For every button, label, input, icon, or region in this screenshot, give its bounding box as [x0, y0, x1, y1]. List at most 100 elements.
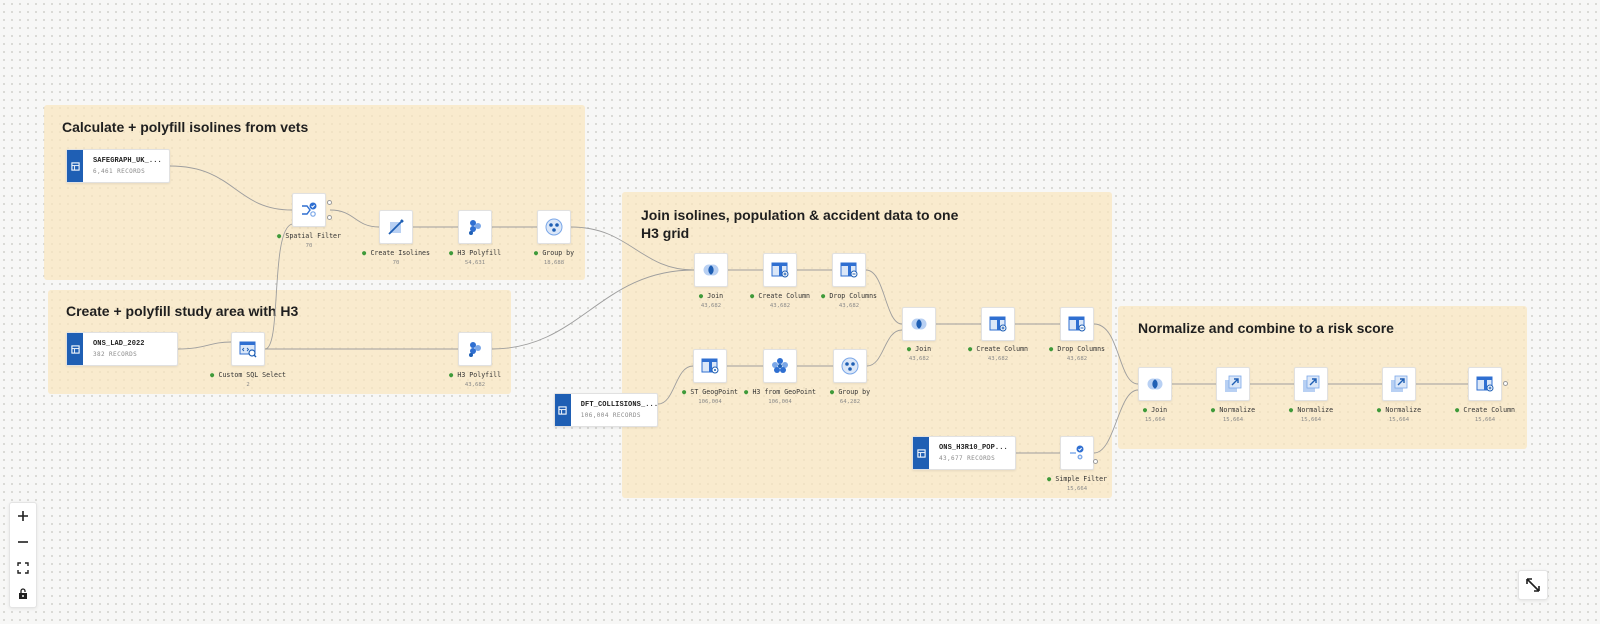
output-port[interactable]	[1093, 459, 1098, 464]
edge	[657, 365, 694, 405]
edge	[329, 209, 380, 228]
normalize-icon	[1303, 375, 1320, 392]
node-drop-columns[interactable]	[832, 253, 866, 287]
table-icon	[913, 437, 929, 469]
table-icon	[67, 150, 83, 182]
group-by-icon	[841, 357, 859, 375]
node-h3-from-geopoint[interactable]	[763, 349, 797, 383]
node-label: ● H3 Polyfill	[448, 371, 502, 379]
node-create-column[interactable]	[763, 253, 797, 287]
group-title-join-line1: Join isolines, population & accident dat…	[641, 207, 959, 223]
group-title-join-line2: H3 grid	[641, 225, 690, 241]
node-group-by[interactable]	[833, 349, 867, 383]
node-join[interactable]	[902, 307, 936, 341]
node-count: 54,631	[464, 260, 486, 266]
node-count: 43,682	[838, 303, 860, 309]
output-port[interactable]	[1503, 381, 1508, 386]
join-icon	[1147, 378, 1163, 390]
node-label-text: H3 from GeoPoint	[752, 388, 816, 396]
group-title-isolines: Calculate + polyfill isolines from vets	[62, 119, 309, 135]
minus-icon	[18, 541, 28, 543]
node-label-text: Create Isolines	[370, 249, 430, 257]
node-label: ● Normalize	[1210, 406, 1256, 414]
node-label-text: Drop Columns	[1057, 345, 1106, 353]
node-h3-polyfill[interactable]	[458, 210, 492, 244]
create-column-icon	[989, 316, 1007, 332]
node-label-text: Join	[707, 292, 724, 300]
node-count: 15,664	[1144, 417, 1166, 423]
node-label: ● Create Column	[1454, 406, 1516, 414]
node-label-text: Drop Columns	[829, 292, 878, 300]
zoom-in-button[interactable]	[10, 503, 36, 529]
source-name: SAFEGRAPH_UK_...	[93, 157, 162, 165]
source-ons-h3-pop[interactable]: ONS_H3R10_POP...43,677 RECORDS	[912, 436, 1016, 470]
node-label: ● Join	[1142, 406, 1168, 414]
edge	[264, 223, 293, 350]
group-title-join: Join isolines, population & accident dat…	[641, 206, 958, 242]
node-label: ● H3 from GeoPoint	[744, 388, 816, 396]
node-create-column[interactable]	[1468, 367, 1502, 401]
node-count: 43,682	[1066, 356, 1088, 362]
node-normalize[interactable]	[1294, 367, 1328, 401]
node-label: ● Join	[906, 345, 932, 353]
node-normalize[interactable]	[1382, 367, 1416, 401]
zoom-out-button[interactable]	[10, 529, 36, 555]
sql-icon	[239, 341, 257, 358]
node-normalize[interactable]	[1216, 367, 1250, 401]
fit-view-button[interactable]	[10, 555, 36, 581]
expand-icon	[1526, 578, 1540, 592]
node-count: 106,004	[698, 399, 722, 405]
node-drop-columns[interactable]	[1060, 307, 1094, 341]
group-join	[622, 192, 1112, 498]
lock-button[interactable]	[10, 581, 36, 607]
node-create-isolines[interactable]	[379, 210, 413, 244]
lock-icon	[19, 588, 27, 599]
node-spatial-filter[interactable]	[292, 193, 326, 227]
source-safegraph[interactable]: SAFEGRAPH_UK_... 6,461 RECORDS	[66, 149, 170, 183]
node-label: ● Simple Filter	[1046, 475, 1108, 483]
node-label: ● Drop Columns	[1048, 345, 1106, 353]
node-create-column[interactable]	[981, 307, 1015, 341]
h3-polyfill-icon	[469, 220, 481, 235]
node-label: ● Drop Columns	[820, 292, 878, 300]
output-port[interactable]	[327, 215, 332, 220]
node-label: ● Join	[698, 292, 724, 300]
node-label-text: Group by	[838, 388, 871, 396]
node-simple-filter[interactable]	[1060, 436, 1094, 470]
node-label-text: Create Column	[758, 292, 811, 300]
create-column-icon	[701, 358, 719, 374]
edge	[169, 165, 293, 211]
node-label-text: Create Column	[976, 345, 1029, 353]
node-label-text: ST GeogPoint	[690, 388, 739, 396]
node-h3-polyfill[interactable]	[458, 332, 492, 366]
source-dft-collisions[interactable]: DFT_COLLISIONS_...106,004 RECORDS	[554, 393, 658, 427]
node-label-text: Custom SQL Select	[218, 371, 286, 379]
node-label: ● Group by	[829, 388, 871, 396]
node-st-geogpoint[interactable]	[693, 349, 727, 383]
join-icon	[703, 264, 719, 276]
node-label-text: Normalize	[1219, 406, 1256, 414]
node-label: ● Normalize	[1376, 406, 1422, 414]
fit-view-icon	[17, 562, 29, 574]
node-count: 43,682	[700, 303, 722, 309]
node-count: 43,682	[464, 382, 486, 388]
node-label: ● Custom SQL Select	[210, 371, 286, 379]
expand-button[interactable]	[1518, 570, 1548, 600]
node-join[interactable]	[694, 253, 728, 287]
node-group-by[interactable]	[537, 210, 571, 244]
node-count: 70	[305, 243, 313, 249]
node-label: ● H3 Polyfill	[448, 249, 502, 257]
source-name: ONS_LAD_2022	[93, 340, 145, 348]
group-title-risk: Normalize and combine to a risk score	[1138, 320, 1394, 336]
spatial-filter-icon	[1070, 445, 1084, 460]
table-icon	[67, 333, 83, 365]
edge	[491, 269, 695, 350]
node-label: ● Create Column	[967, 345, 1029, 353]
node-join[interactable]	[1138, 367, 1172, 401]
node-custom-sql[interactable]	[231, 332, 265, 366]
output-port[interactable]	[327, 200, 332, 205]
source-name: DFT_COLLISIONS_...	[580, 401, 657, 409]
source-records: 6,461 RECORDS	[93, 168, 146, 175]
